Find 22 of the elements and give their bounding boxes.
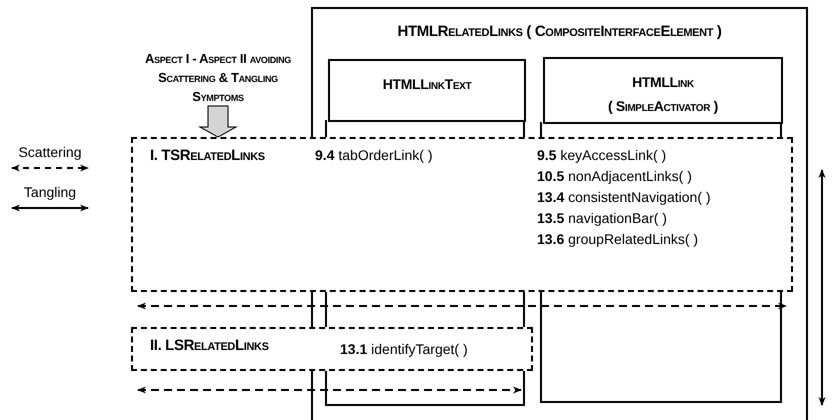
method-entry: 9.4 tabOrderLink( ): [315, 146, 433, 165]
legend-label: Tangling: [24, 183, 76, 201]
class-header-box: [328, 59, 526, 122]
method-entry: 13.6 groupRelatedLinks( ): [537, 230, 700, 249]
class-header-box: [543, 57, 783, 124]
aspect-band: [131, 137, 793, 292]
legend-label: Scattering: [18, 143, 82, 161]
class-name: HTMLLinkText: [382, 75, 472, 93]
method-entry: 9.5 keyAccessLink( ): [537, 146, 668, 165]
method-entry: 13.5 navigationBar( ): [537, 209, 668, 228]
composite-element-box: [311, 7, 808, 420]
aspect-band: [131, 327, 533, 371]
aspect-name: I. TSRelatedLinks: [150, 146, 265, 166]
class-name: HTMLLink: [632, 73, 694, 91]
class-stereotype: ( SimpleActivator ): [608, 97, 718, 115]
method-entry: 10.5 nonAdjacentLinks( ): [537, 167, 693, 186]
method-entry: 13.1 identifyTarget( ): [340, 340, 468, 359]
method-entry: 13.4 consistentNavigation( ): [537, 188, 711, 207]
composite-title: HTMLRelatedLinks ( CompositeInterfaceElement ): [396, 22, 722, 42]
aspect-name: II. LSRelatedLinks: [150, 336, 269, 356]
block-arrow: [198, 106, 238, 138]
aspect-heading: Aspect I - Aspect II avoiding Scattering & Tangling Symptoms: [144, 50, 292, 106]
